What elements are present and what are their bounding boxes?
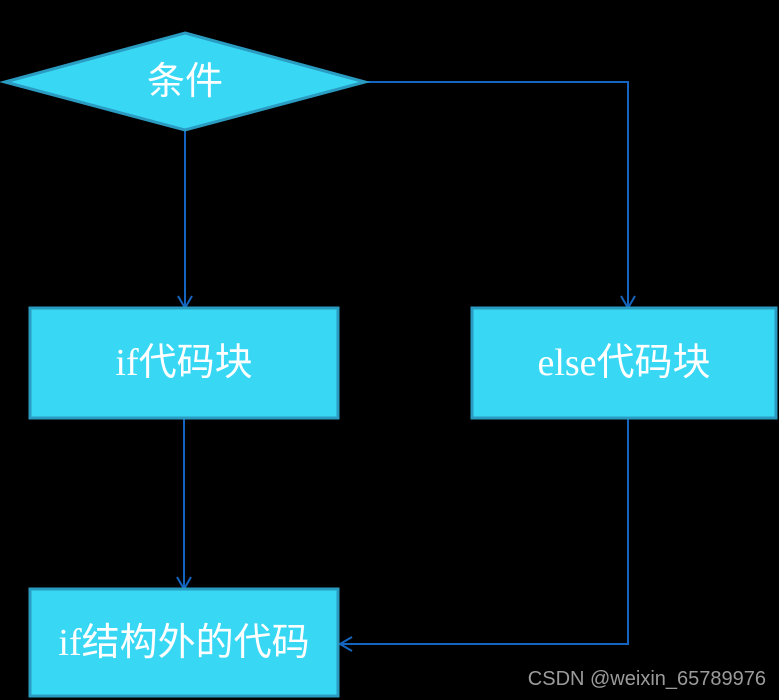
edge-if-to-after [176, 418, 192, 591]
arrowhead-left-icon [338, 636, 353, 652]
edge-condition-to-else [365, 81, 636, 310]
if-block-node [28, 306, 340, 420]
edge-else-to-after [338, 418, 629, 652]
watermark: CSDN @weixin_65789976 [527, 668, 766, 690]
condition-diamond [0, 31, 371, 132]
edge-condition-to-if [177, 131, 193, 310]
after-if-node [28, 587, 340, 698]
else-block-node [470, 306, 778, 420]
